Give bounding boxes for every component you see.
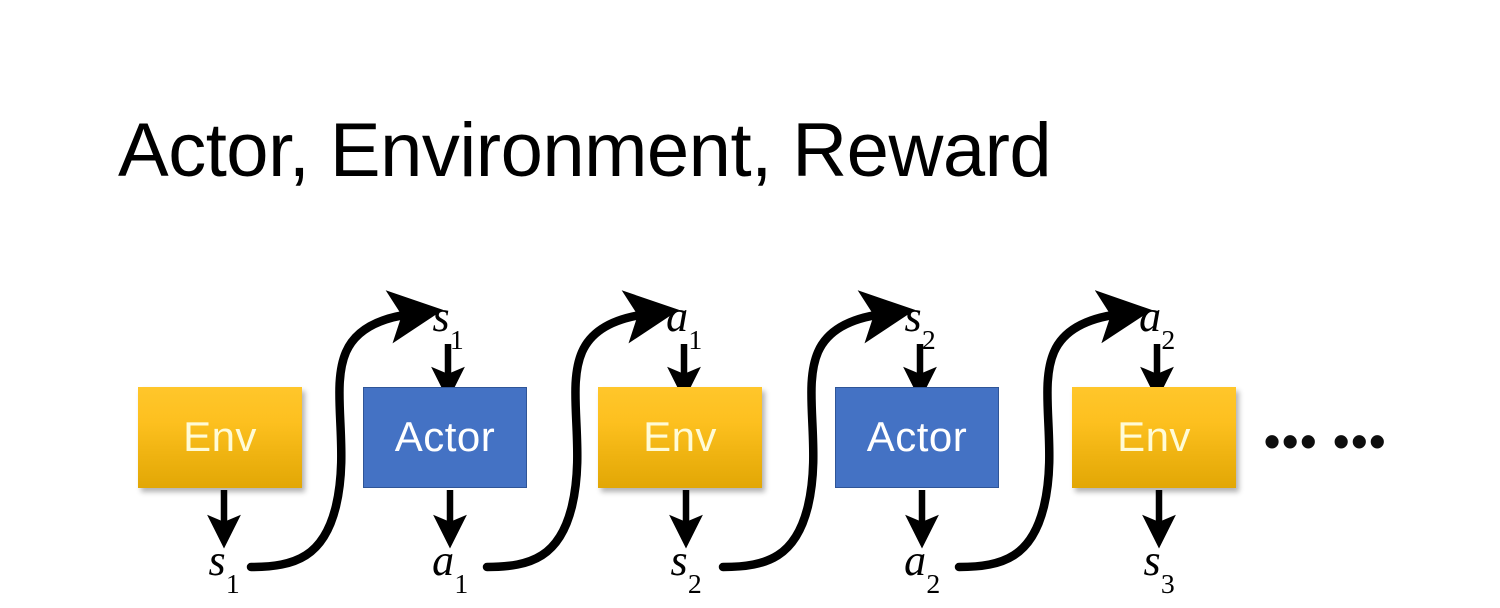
label-top-a1-index: 1	[688, 324, 703, 356]
node-actor-1[interactable]: Actor	[363, 387, 527, 488]
page-title: Actor, Environment, Reward	[118, 108, 1052, 193]
node-env-1-label: Env	[183, 412, 257, 460]
label-top-a2-index: 2	[1161, 324, 1176, 356]
label-bottom-action-a1: a1	[432, 536, 468, 598]
label-bot-s3-symbol: s	[1143, 536, 1161, 585]
label-top-state-s1: s1	[432, 292, 464, 354]
label-bot-a1-index: 1	[454, 568, 469, 600]
label-bot-s1-index: 1	[225, 568, 240, 600]
node-actor-2-label: Actor	[866, 412, 968, 460]
node-env-1[interactable]: Env	[138, 387, 302, 488]
label-top-action-a2: a2	[1139, 292, 1175, 354]
feedback-curve-s1	[246, 290, 444, 572]
label-bottom-state-s2: s2	[670, 536, 702, 598]
label-bot-s2-index: 2	[687, 568, 702, 600]
label-top-a1-symbol: a	[666, 292, 689, 341]
label-bottom-state-s3: s3	[1143, 536, 1175, 598]
label-bot-a2-symbol: a	[904, 536, 927, 585]
node-actor-2[interactable]: Actor	[835, 387, 999, 488]
label-bottom-state-s1: s1	[208, 536, 240, 598]
label-top-s1-symbol: s	[432, 292, 450, 341]
ellipsis-continuation: ••• •••	[1264, 415, 1388, 467]
feedback-curve-a1	[482, 290, 680, 572]
label-top-a2-symbol: a	[1139, 292, 1162, 341]
label-top-s2-symbol: s	[904, 292, 922, 341]
label-bot-a1-symbol: a	[432, 536, 455, 585]
label-top-action-a1: a1	[666, 292, 702, 354]
node-env-3[interactable]: Env	[1072, 387, 1236, 488]
feedback-curve-s2	[718, 290, 916, 572]
feedback-curve-a2	[954, 290, 1153, 572]
node-env-2-label: Env	[643, 412, 717, 460]
label-top-s1-index: 1	[449, 324, 464, 356]
label-bot-a2-index: 2	[926, 568, 941, 600]
node-actor-1-label: Actor	[394, 412, 496, 460]
label-bot-s3-index: 3	[1160, 568, 1175, 600]
label-bot-s2-symbol: s	[670, 536, 688, 585]
node-env-2[interactable]: Env	[598, 387, 762, 488]
label-bottom-action-a2: a2	[904, 536, 940, 598]
label-bot-s1-symbol: s	[208, 536, 226, 585]
node-env-3-label: Env	[1117, 412, 1191, 460]
label-top-s2-index: 2	[921, 324, 936, 356]
label-top-state-s2: s2	[904, 292, 936, 354]
